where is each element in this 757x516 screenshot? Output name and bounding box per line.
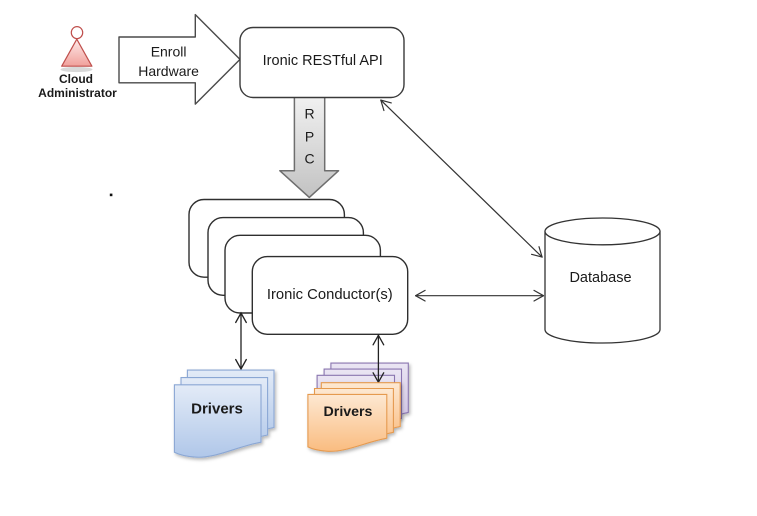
svg-text:Ironic RESTful API: Ironic RESTful API xyxy=(263,53,383,69)
svg-text:Database: Database xyxy=(569,270,631,286)
svg-text:R: R xyxy=(305,105,315,121)
svg-text:Drivers: Drivers xyxy=(191,401,243,418)
svg-text:Drivers: Drivers xyxy=(324,404,373,420)
svg-text:P: P xyxy=(305,128,314,144)
svg-text:Hardware: Hardware xyxy=(138,63,199,79)
svg-text:Administrator: Administrator xyxy=(38,86,117,100)
svg-text:Cloud: Cloud xyxy=(59,72,93,86)
svg-text:Ironic Conductor(s): Ironic Conductor(s) xyxy=(267,287,393,303)
svg-text:C: C xyxy=(305,150,315,166)
svg-text:Enroll: Enroll xyxy=(151,44,187,60)
